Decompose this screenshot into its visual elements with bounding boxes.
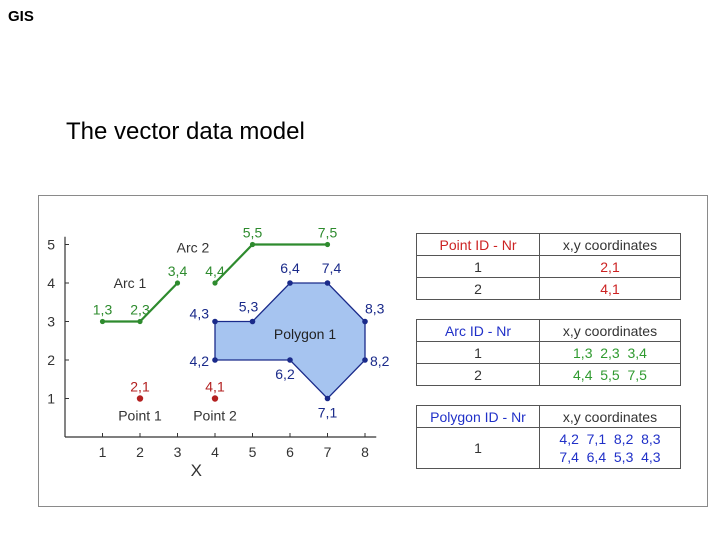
x-tick-label: 5 [249, 444, 257, 460]
y-tick-label: 4 [47, 275, 55, 291]
coordinate-plot: 1234567812345XyPolygon 14,26,27,18,28,37… [47, 225, 390, 481]
polygons-table-header-coords: x,y coordinates [539, 405, 681, 428]
polygon-vertex-label: 8,2 [370, 353, 390, 369]
arc-vertex-label: 2,3 [130, 302, 150, 318]
polygon-vertex-label: 6,4 [280, 260, 300, 276]
polygon-vertex-label: 7,1 [318, 405, 338, 421]
arc-vertex-label: 7,5 [318, 225, 338, 241]
x-tick-label: 8 [361, 444, 369, 460]
polygon-vertex-dot [324, 395, 331, 402]
points-table-row-coords: 2,1 [539, 255, 681, 278]
points-table-row-coords: 4,1 [539, 277, 681, 300]
arc-vertex-label: 3,4 [168, 263, 188, 279]
points-table-row-id: 2 [416, 277, 540, 300]
polygon-vertex-label: 8,3 [365, 301, 385, 317]
point-name-label: Point 2 [193, 408, 237, 424]
polygon-vertex-label: 4,2 [190, 353, 210, 369]
point-dot [211, 395, 219, 402]
polygons-table-row-coords: 4,2 7,1 8,2 8,3 7,4 6,4 5,3 4,3 [539, 427, 681, 469]
arc-vertex-label: 1,3 [93, 302, 113, 318]
polygon-vertex-dot [212, 318, 218, 325]
app-label: GIS [8, 8, 34, 25]
y-tick-label: 3 [47, 314, 55, 330]
polygon-vertex-dot [212, 357, 218, 363]
point-name-label: Point 1 [118, 408, 162, 424]
y-tick-label: 1 [47, 391, 55, 407]
polygon-vertex-dot [362, 318, 368, 325]
x-axis-title: X [191, 461, 202, 480]
arc-line [214, 243, 328, 284]
polygon-name-label: Polygon 1 [274, 326, 336, 342]
polygon-vertex-label: 5,3 [239, 299, 259, 315]
polygon-vertex-dot [324, 280, 331, 286]
arcs-table-row-id: 1 [416, 341, 540, 364]
arc-name-label: Arc 1 [114, 275, 147, 291]
points-table: Point ID - Nr x,y coordinates 1 2,1 2 4,… [416, 233, 681, 300]
polygon-vertex-dot [362, 357, 368, 363]
arc-vertex-dot [174, 280, 181, 286]
x-tick-label: 2 [136, 444, 144, 460]
polygon-vertex-label: 7,4 [322, 260, 342, 276]
arcs-table-header-coords: x,y coordinates [539, 319, 681, 342]
arc-vertex-dot [324, 241, 331, 248]
polygon-vertex-label: 6,2 [275, 366, 295, 382]
arc-vertex-dot [249, 241, 256, 248]
point-coord-label: 2,1 [130, 379, 150, 395]
polygon-coords-line-2: 7,4 6,4 5,3 4,3 [559, 449, 661, 465]
points-table-row-id: 1 [416, 255, 540, 278]
polygon-shape [214, 282, 366, 400]
arc-vertex-dot [99, 318, 106, 325]
arc-vertex-label: 5,5 [243, 225, 263, 241]
polygons-table-row-id: 1 [416, 427, 540, 469]
point-dot [136, 395, 144, 402]
x-tick-label: 6 [286, 444, 294, 460]
polygon-coords-line-1: 4,2 7,1 8,2 8,3 [559, 431, 661, 447]
arc-vertex-label: 4,4 [205, 263, 225, 279]
vector-model-figure: 1234567812345XyPolygon 14,26,27,18,28,37… [38, 195, 708, 507]
point-coord-label: 4,1 [205, 379, 225, 395]
points-table-header-coords: x,y coordinates [539, 233, 681, 256]
polygons-table: Polygon ID - Nr x,y coordinates 1 4,2 7,… [416, 405, 681, 469]
arcs-table-row-id: 2 [416, 363, 540, 386]
x-tick-label: 1 [99, 444, 107, 460]
polygon-vertex-dot [287, 280, 293, 286]
arcs-table-row-coords: 4,4 5,5 7,5 [539, 363, 681, 386]
arcs-table-header-id: Arc ID - Nr [416, 319, 540, 342]
y-tick-label: 2 [47, 352, 55, 368]
x-tick-label: 3 [174, 444, 182, 460]
arc-name-label: Arc 2 [177, 240, 210, 256]
arc-vertex-dot [137, 318, 143, 325]
polygon-vertex-label: 4,3 [190, 306, 210, 322]
polygon-vertex-dot [249, 318, 256, 325]
arcs-table: Arc ID - Nr x,y coordinates 1 1,3 2,3 3,… [416, 319, 681, 386]
polygons-table-header-id: Polygon ID - Nr [416, 405, 540, 428]
x-tick-label: 7 [324, 444, 332, 460]
arcs-table-row-coords: 1,3 2,3 3,4 [539, 341, 681, 364]
y-tick-label: 5 [47, 237, 55, 253]
points-table-header-id: Point ID - Nr [416, 233, 540, 256]
x-tick-label: 4 [211, 444, 219, 460]
arc-vertex-dot [212, 280, 218, 286]
polygon-vertex-dot [287, 357, 293, 363]
slide-title: The vector data model [66, 118, 305, 145]
